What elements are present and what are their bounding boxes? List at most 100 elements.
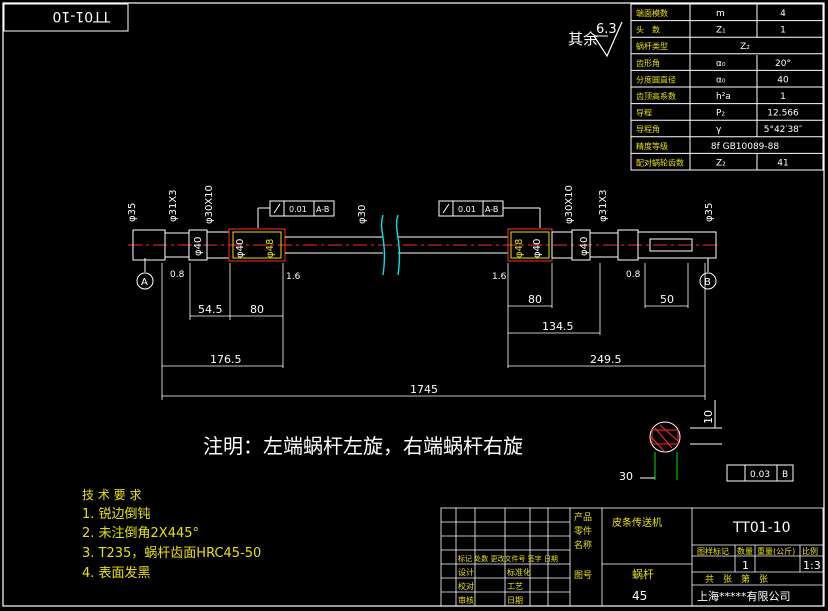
- param-name: 头 数: [636, 25, 660, 35]
- dim-d40-worm-left: φ40: [235, 239, 246, 258]
- dim-134-5: 134.5: [542, 320, 574, 333]
- key-tolerance: 0.03: [750, 470, 770, 480]
- dim-80-left: 80: [250, 303, 264, 316]
- requirement-2: 2. 未注倒角2X445°: [82, 526, 199, 541]
- key-datum: B: [782, 470, 788, 480]
- dim-d31-right: φ31X3: [598, 189, 609, 222]
- dim-50: 50: [660, 293, 674, 306]
- tolerance-frame-left: 0.01 A-B: [257, 200, 335, 228]
- param-name: 配对蜗轮齿数: [636, 157, 684, 167]
- dimension-lines: [161, 263, 706, 400]
- dim-249-5: 249.5: [590, 353, 622, 366]
- tb-material: 45: [632, 589, 647, 603]
- dim-1745: 1745: [410, 383, 438, 396]
- dim-d40-right: φ40: [579, 237, 590, 256]
- dimension-texts: 54.5 80 176.5 1745 80 134.5 249.5 50 φ35…: [127, 185, 715, 396]
- param-value: 12.566: [767, 109, 799, 119]
- tb-col-part: 零件: [574, 525, 592, 537]
- technical-requirements: 技 术 要 求 1. 锐边倒钝 2. 未注倒角2X445° 3. T235，蜗杆…: [82, 488, 261, 581]
- param-name: 齿形角: [636, 58, 660, 68]
- tol-right-datum: A-B: [485, 205, 498, 214]
- break-marks: [380, 214, 401, 276]
- tb-hdr-qty: 数量: [737, 546, 753, 556]
- tol-left-datum: A-B: [316, 205, 329, 214]
- title-block: [440, 507, 824, 607]
- svg-text:A: A: [141, 277, 148, 288]
- param-name: 精度等级: [636, 141, 668, 151]
- param-name: 导程角: [636, 124, 660, 134]
- roughness-0-8-right: 0.8: [626, 270, 641, 280]
- tb-company: 上海*****有限公司: [697, 589, 791, 603]
- param-value: 8f GB10089-88: [711, 142, 780, 152]
- param-symbol: P₂: [716, 109, 725, 119]
- mirrored-number-box: TT01-10: [3, 3, 129, 32]
- param-value: 1: [780, 92, 786, 102]
- tb-date: 日期: [507, 596, 523, 605]
- roughness-label: 其余: [568, 30, 598, 48]
- param-name: 齿顶高系数: [636, 91, 676, 101]
- key-depth-label: 30: [619, 470, 633, 483]
- tb-col-drawing: 图号: [574, 570, 592, 581]
- param-value: 4: [780, 9, 786, 19]
- requirement-3: 3. T235，蜗杆齿面HRC45-50: [82, 545, 261, 561]
- key-section-view: 10 30 0.03 B: [619, 400, 794, 483]
- tb-std: 标准化: [507, 567, 531, 577]
- note-text: 注明：左端蜗杆左旋，右端蜗杆右旋: [203, 434, 523, 458]
- tb-change-hdr: 标记 处数 更改文件号 签字 日期: [458, 554, 558, 563]
- svg-text:B: B: [704, 277, 711, 288]
- param-value: 41: [777, 158, 788, 168]
- param-symbol: Z₁: [716, 26, 726, 36]
- tb-review: 审核: [458, 595, 474, 605]
- datum-a: A: [136, 258, 154, 290]
- requirement-1: 1. 锐边倒钝: [82, 507, 151, 522]
- tb-quantity: 1: [742, 559, 749, 572]
- datum-b: B: [699, 258, 717, 290]
- param-symbol: m: [716, 9, 725, 19]
- param-symbol: α₀: [716, 59, 726, 69]
- shaft-body: [132, 228, 717, 262]
- dim-d48-right: φ48: [514, 239, 525, 258]
- dim-176-5: 176.5: [210, 353, 242, 366]
- param-symbol: h²a: [716, 92, 731, 102]
- tb-hdr-weight: 重量(公斤): [757, 546, 795, 556]
- tb-hdr-mark: 图样标记: [697, 546, 729, 556]
- dim-d35-right: φ35: [704, 203, 715, 222]
- requirements-title: 技 术 要 求: [82, 488, 141, 502]
- requirement-4: 4. 表面发黑: [82, 565, 151, 581]
- tol-right-value: 0.01: [458, 205, 476, 214]
- param-value: Z₂: [740, 42, 750, 52]
- mirrored-drawing-number: TT01-10: [52, 8, 111, 24]
- roughness-0-8-left: 0.8: [170, 270, 185, 280]
- tb-hdr-scale: 比例: [802, 546, 818, 556]
- tb-col-product: 产品: [574, 511, 592, 523]
- dim-d35-left: φ35: [127, 203, 138, 222]
- dim-d30x10-left: φ30X10: [204, 185, 215, 224]
- dim-d48-left: φ48: [265, 239, 276, 258]
- param-symbol: Z₂: [716, 158, 726, 168]
- param-value: 20°: [775, 59, 791, 69]
- dim-d30-mid: φ30: [357, 205, 368, 224]
- title-block-texts: 产品 零件 名称 图号 皮条传送机 蜗杆 45 TT01-10 图样标记 数量 …: [458, 511, 821, 605]
- param-name: 分度圆直径: [636, 74, 676, 84]
- roughness-value: 6.3: [596, 22, 617, 37]
- dim-d40-worm-right: φ40: [532, 239, 543, 258]
- param-name: 导程: [636, 109, 652, 118]
- dim-54-5: 54.5: [198, 303, 223, 316]
- dim-d40-left: φ40: [193, 237, 204, 256]
- param-name: 端面模数: [636, 8, 668, 18]
- key-width-label: 10: [702, 410, 715, 424]
- roughness-1-6-right: 1.6: [492, 272, 507, 282]
- dim-80-right: 80: [528, 293, 542, 306]
- tb-design: 设计: [458, 567, 474, 577]
- dim-d31-left: φ31X3: [168, 189, 179, 222]
- tol-left-value: 0.01: [289, 205, 307, 214]
- tb-check: 校对: [458, 581, 474, 591]
- tb-machine: 皮条传送机: [612, 516, 662, 529]
- param-symbol: γ: [716, 125, 722, 135]
- param-name: 蜗杆类型: [636, 41, 668, 51]
- tb-drawing-no: TT01-10: [732, 520, 791, 536]
- tb-col-name: 名称: [574, 539, 592, 551]
- tb-scale: 1:3: [803, 559, 821, 572]
